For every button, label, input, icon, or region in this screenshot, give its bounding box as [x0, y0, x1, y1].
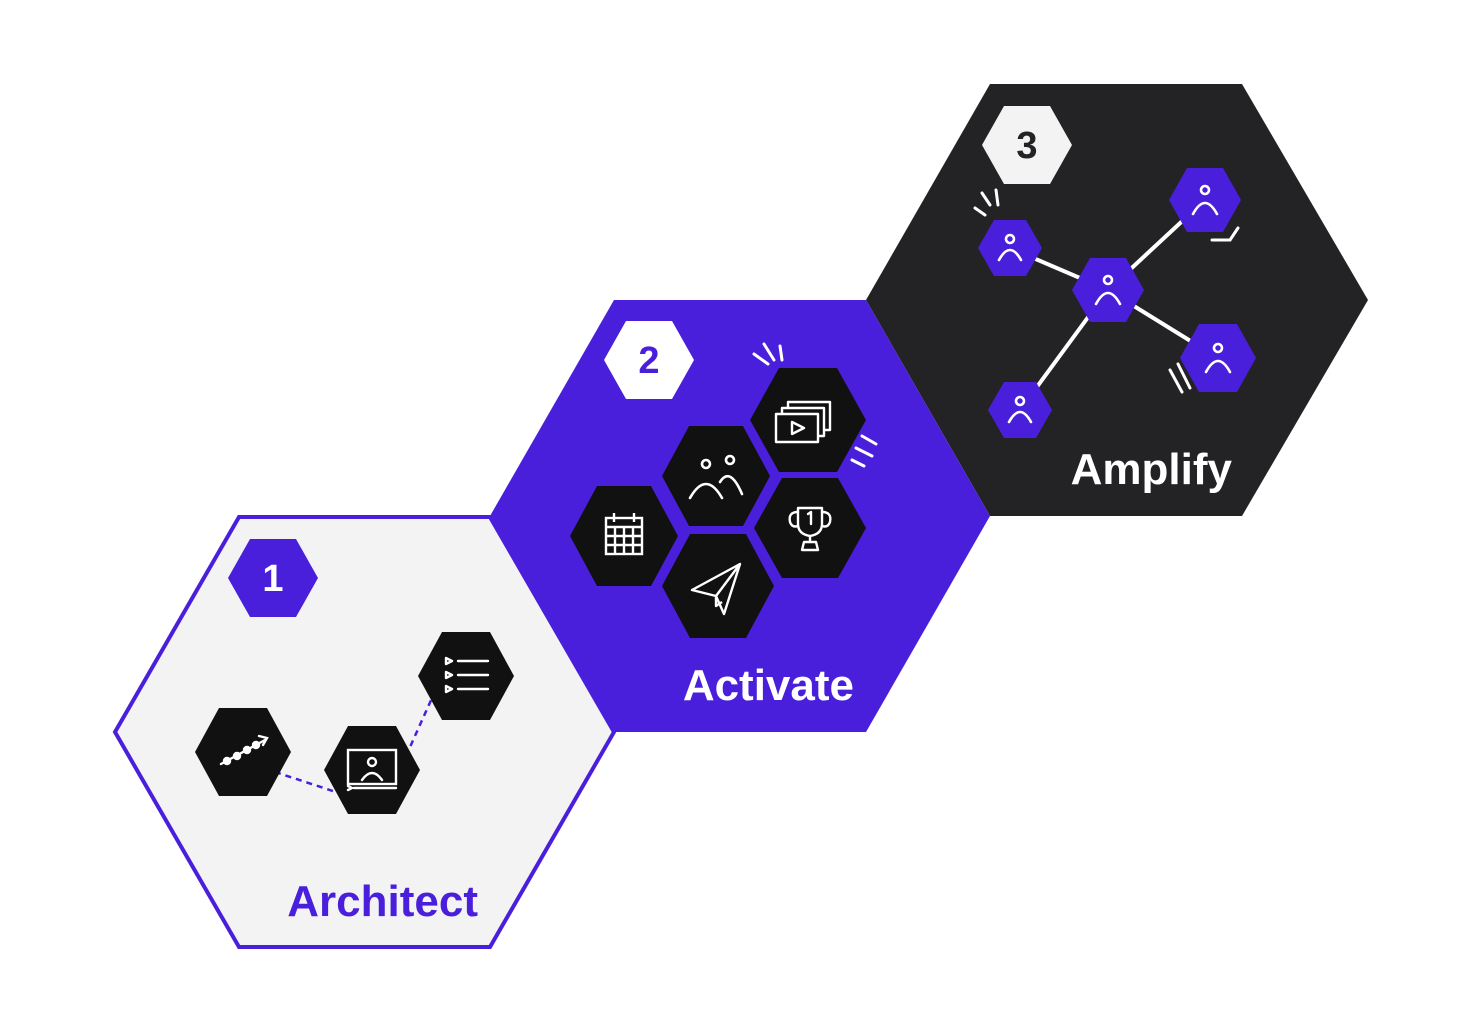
calendar-node	[570, 486, 678, 586]
sparkle-marks	[752, 342, 878, 468]
person-icon	[997, 233, 1023, 262]
amplify-badge-number: 3	[1016, 125, 1037, 167]
timeline-node	[195, 708, 291, 796]
calendar-icon	[604, 513, 644, 556]
person-icon	[1204, 342, 1232, 374]
presentation-icon	[346, 748, 398, 792]
trophy-icon	[788, 506, 832, 552]
checklist-icon	[444, 656, 490, 694]
checklist-node	[418, 632, 514, 720]
people-node	[662, 426, 770, 526]
amplify-badge: 3	[982, 106, 1072, 184]
activate-badge-number: 2	[638, 340, 659, 382]
person-icon	[1094, 274, 1122, 306]
person-node-right	[1180, 324, 1256, 392]
activate-badge: 2	[604, 321, 694, 399]
person-node-bottom	[988, 382, 1052, 438]
stage-activate: 2	[490, 300, 990, 732]
person-node-center	[1072, 258, 1144, 322]
stage-architect: 1	[112, 515, 617, 949]
architect-title: Architect	[287, 877, 478, 926]
person-icon	[1191, 184, 1219, 216]
paper-plane-icon	[690, 562, 742, 616]
dashed-connectors	[274, 697, 434, 797]
architect-badge-number: 1	[262, 558, 283, 600]
people-icon	[688, 454, 744, 500]
person-icon	[1007, 395, 1033, 424]
accent-marks	[973, 188, 1240, 394]
timeline-icon	[219, 734, 269, 766]
stage-amplify: 3	[866, 84, 1368, 516]
architect-badge: 1	[228, 539, 318, 617]
amplify-title: Amplify	[1071, 445, 1233, 494]
video-stack-icon	[774, 400, 832, 444]
person-node-top-right	[1169, 168, 1241, 232]
video-node	[750, 368, 866, 472]
person-node-left	[978, 220, 1042, 276]
presentation-node	[324, 726, 420, 814]
plane-node	[662, 534, 774, 638]
trophy-node	[754, 478, 866, 578]
activate-title: Activate	[683, 661, 854, 710]
